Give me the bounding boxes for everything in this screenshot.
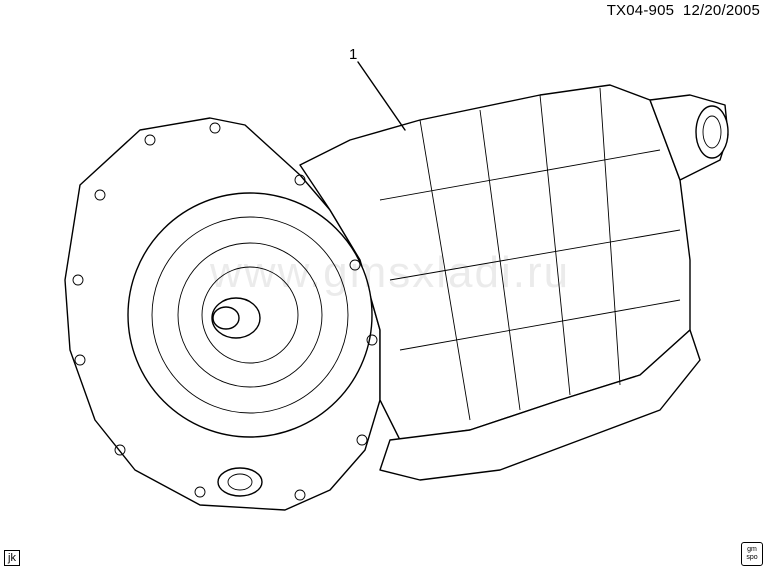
case-ribs bbox=[379, 87, 681, 421]
housing-bolt-bosses bbox=[72, 122, 378, 501]
inspection-port-inner bbox=[227, 473, 253, 491]
output-shaft-inner bbox=[702, 115, 722, 149]
input-shaft bbox=[212, 306, 240, 330]
gm-spo-logo: gm spo bbox=[741, 542, 763, 566]
callout-number: 1 bbox=[349, 46, 358, 63]
watermark: www.gmsxladi.ru bbox=[210, 248, 571, 297]
figure-date: 12/20/2005 bbox=[682, 2, 760, 19]
callout-leader-line bbox=[357, 61, 406, 131]
figure-code: TX04-905 12/20/2005 bbox=[607, 2, 760, 19]
converter-ring-mid bbox=[177, 242, 323, 388]
oil-pan bbox=[379, 329, 701, 481]
logo-top-text: gm bbox=[747, 546, 757, 553]
inspection-port bbox=[217, 467, 263, 497]
converter-ring-outer bbox=[151, 216, 349, 414]
illustrator-initials: jk bbox=[4, 550, 20, 566]
output-shaft-end bbox=[695, 105, 729, 159]
figure-number: TX04-905 bbox=[606, 2, 675, 19]
converter-ring-inner bbox=[201, 266, 299, 364]
logo-bottom-text: spo bbox=[746, 554, 758, 561]
